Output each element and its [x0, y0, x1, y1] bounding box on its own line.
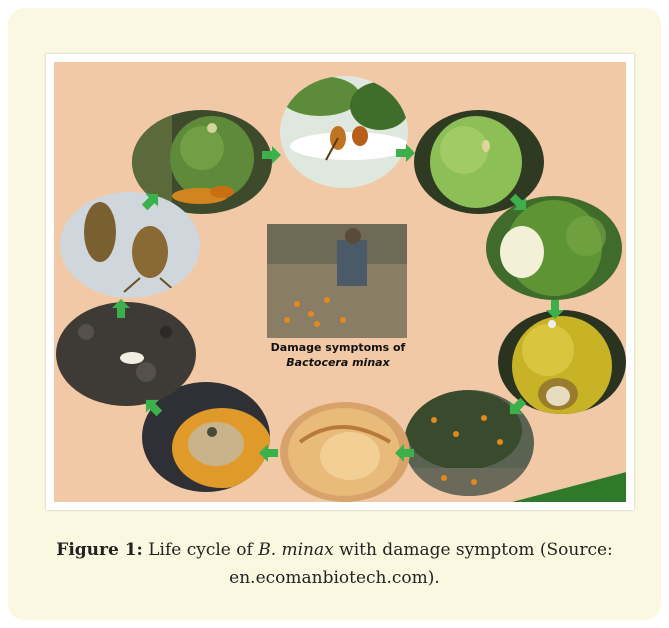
caption-species: B. minax	[258, 540, 334, 560]
arrow-down-left-icon	[506, 396, 528, 418]
center-caption-species: Bactocera minax	[240, 355, 436, 370]
arrow-up-right-icon	[140, 190, 162, 212]
damage-symptoms-photo	[267, 224, 407, 338]
center-caption: Damage symptoms of Bactocera minax	[240, 340, 436, 370]
decorative-stripe	[474, 462, 626, 502]
arrow-right-icon	[260, 144, 282, 166]
arrow-left-icon	[258, 442, 280, 464]
figure-caption: Figure 1: Life cycle of B. minax with da…	[20, 536, 649, 592]
stage-pupae-photo	[60, 192, 200, 298]
arrow-up-left-icon	[142, 396, 164, 418]
stage-cut-fruit-photo	[486, 196, 622, 300]
arrow-up-icon	[110, 298, 132, 320]
center-caption-line1: Damage symptoms of	[240, 340, 436, 355]
life-cycle-figure: Damage symptoms of Bactocera minax	[54, 62, 626, 502]
arrow-down-right-icon	[508, 192, 530, 214]
arrow-down-icon	[544, 298, 566, 320]
stage-rotting-fruit-photo	[280, 402, 410, 502]
caption-text-before: Life cycle of	[143, 540, 258, 560]
stage-flies-on-leaf-photo	[280, 76, 408, 188]
arrow-left-icon	[394, 442, 416, 464]
caption-label: Figure 1:	[56, 540, 143, 560]
arrow-right-icon	[394, 142, 416, 164]
